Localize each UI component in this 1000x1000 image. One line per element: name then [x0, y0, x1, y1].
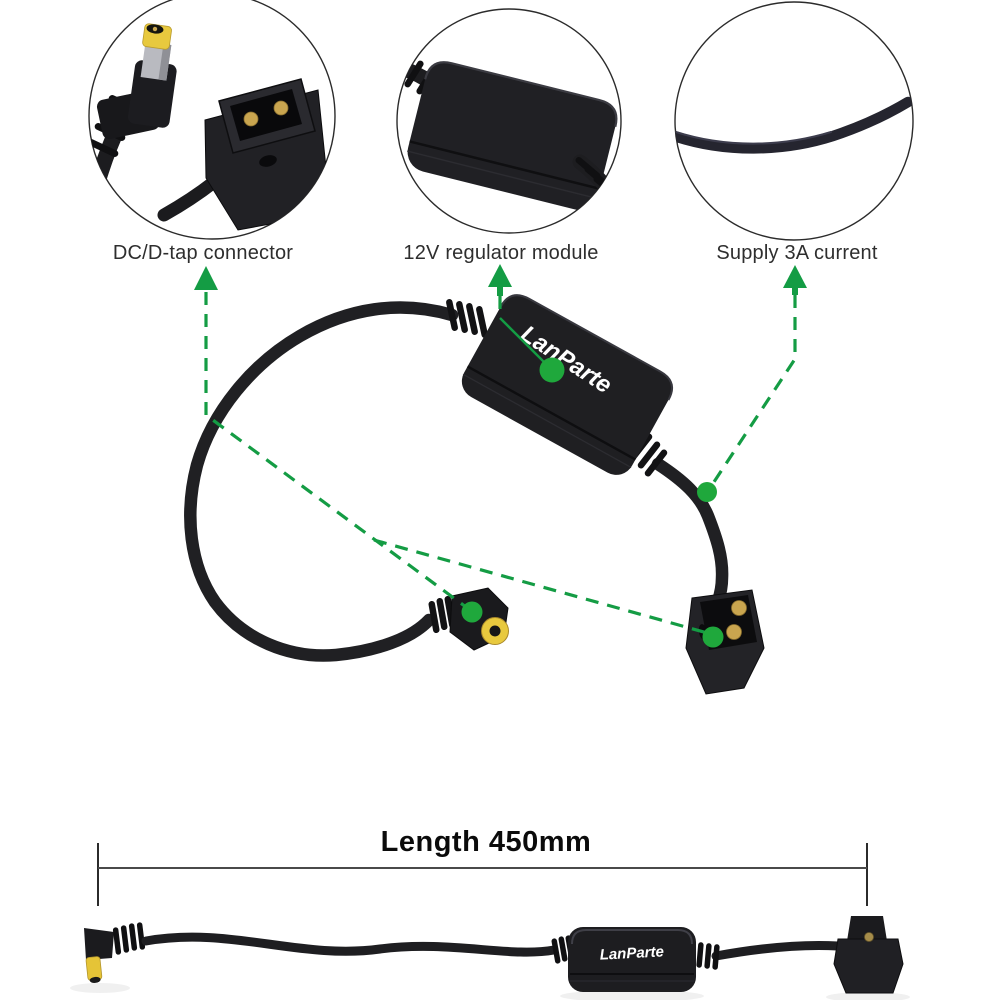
strain-relief-ribs [112, 922, 146, 955]
strain-relief-ribs [428, 595, 456, 634]
callout-label-current: Supply 3A current [716, 242, 878, 264]
up-arrow-icon [194, 266, 218, 290]
plug-barrel [140, 41, 172, 81]
callout-label-module: 12V regulator module [403, 242, 599, 264]
cable-highlight [675, 131, 832, 145]
cable-left [184, 301, 459, 662]
module-box [568, 927, 696, 992]
leader-line-dc [204, 292, 471, 612]
product-photo-bottom: LanParte [70, 916, 910, 1000]
dtap-neck [847, 916, 887, 941]
cable-left [141, 932, 559, 957]
detail-circle-module [396, 8, 622, 234]
brand-logo: LanParte [599, 943, 664, 963]
module-highlight [571, 929, 693, 945]
up-arrow-icon [488, 264, 512, 296]
module-box [461, 294, 674, 475]
cable-stub [157, 175, 221, 222]
dtap-connector-bottom [833, 916, 904, 994]
dtap-connector [685, 589, 765, 695]
dtap-slot [259, 155, 277, 167]
leader-line-cable [706, 295, 797, 492]
regulator-module: LanParte [446, 294, 674, 477]
target-dot-dc [461, 601, 483, 623]
shadow [826, 992, 910, 1000]
product-photo-main: LanParte [184, 294, 765, 695]
dc-plug-bottom [84, 922, 146, 983]
dtap-pin [731, 600, 747, 616]
shadow [70, 983, 130, 993]
dtap-screw [864, 932, 874, 942]
cable-right [651, 457, 729, 608]
regulator-module-bottom: LanParte [551, 927, 720, 992]
strain-relief-ribs [446, 299, 488, 338]
circle-frame [674, 1, 914, 241]
dtap-pin [273, 100, 289, 116]
plug-body [84, 928, 114, 960]
cable [675, 96, 913, 154]
dtap-connector-closeup [157, 78, 327, 231]
shadow [560, 990, 704, 1000]
annotations [194, 264, 807, 648]
length-label: Length 450mm [380, 826, 592, 858]
dtap-body [833, 938, 904, 994]
plug-yellow-tip [85, 956, 103, 983]
cable-right [711, 940, 843, 961]
detail-circle-cable [674, 1, 914, 241]
plug-yellow-tip [142, 23, 172, 50]
dtap-pin [726, 624, 742, 640]
module-box [407, 61, 618, 210]
target-dot-dtap [702, 626, 724, 648]
leader-line-module-solid [499, 317, 552, 370]
callout-label-dc-dtap: DC/D-tap connector [112, 242, 294, 264]
up-arrow-icon [783, 265, 807, 295]
target-dot-module [539, 357, 565, 383]
measurement-marks [97, 843, 868, 906]
detail-circle-dc-dtap [88, 0, 336, 240]
dtap-pin [243, 111, 259, 127]
leader-line-dtap [373, 538, 712, 636]
target-dot-cable [697, 482, 717, 502]
plug-tip-hole [489, 625, 501, 637]
